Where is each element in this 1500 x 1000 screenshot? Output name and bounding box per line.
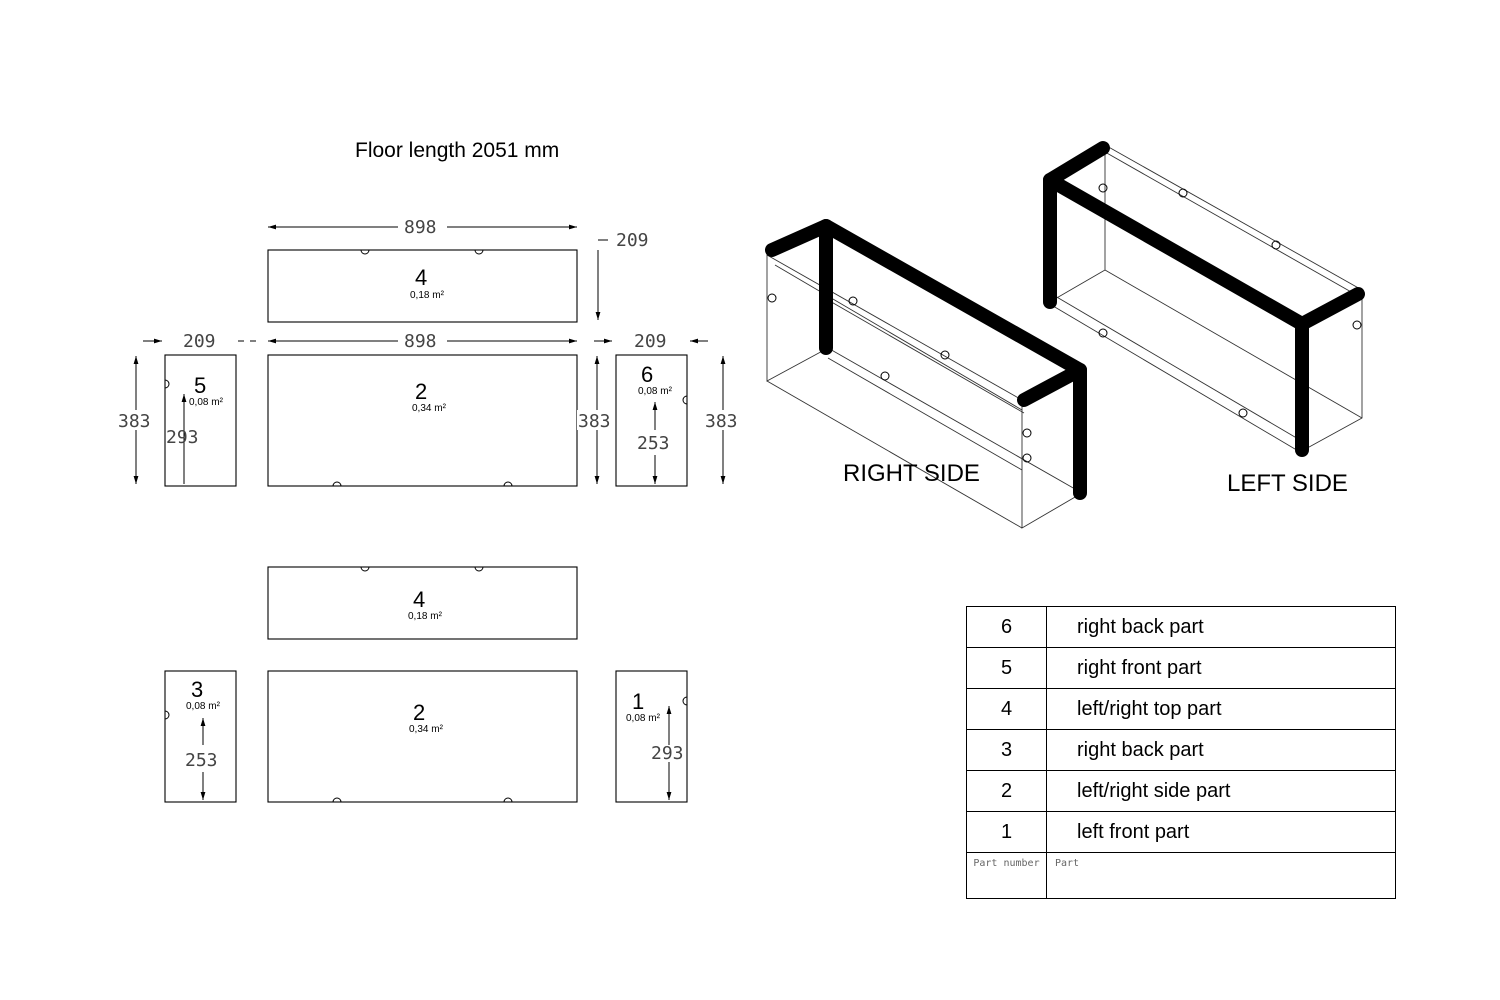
dim-top-height: 209 bbox=[616, 230, 649, 251]
dim-left-height: 383 bbox=[118, 411, 151, 432]
part-name-cell: left/right top part bbox=[1046, 688, 1396, 730]
dim-mid-height: 383 bbox=[578, 411, 611, 432]
panel-3-number: 3 bbox=[191, 677, 203, 702]
panel-2-upper-area: 0,34 m² bbox=[412, 403, 447, 414]
iso-left-side: LEFT SIDE bbox=[1043, 141, 1365, 497]
part-number-cell: 6 bbox=[966, 606, 1047, 648]
panel-2-lower bbox=[267, 670, 578, 803]
panel-4-upper-area: 0,18 m² bbox=[410, 290, 445, 301]
table-row: 6 right back part bbox=[966, 606, 1396, 648]
table-row: 5 right front part bbox=[966, 647, 1396, 689]
iso-right-label: RIGHT SIDE bbox=[843, 460, 980, 487]
table-row: 4 left/right top part bbox=[966, 688, 1396, 730]
part-number-cell: 5 bbox=[966, 647, 1047, 689]
part-number-cell: 4 bbox=[966, 688, 1047, 730]
panel-6 bbox=[615, 354, 688, 487]
part-name-cell: right back part bbox=[1046, 729, 1396, 771]
panel-5 bbox=[164, 354, 237, 487]
dim-left-width: 209 bbox=[183, 331, 216, 352]
part-number-cell: 1 bbox=[966, 811, 1047, 853]
panel-2-upper-number: 2 bbox=[415, 379, 427, 404]
panel-1 bbox=[615, 670, 688, 803]
panel-2-upper bbox=[267, 354, 578, 487]
part-name-cell: right front part bbox=[1046, 647, 1396, 689]
parts-table: 6 right back part 5 right front part 4 l… bbox=[966, 606, 1396, 899]
dim-mid-width: 898 bbox=[404, 331, 437, 352]
iso-right-side: RIGHT SIDE bbox=[765, 219, 1087, 529]
dim-p3-inner: 253 bbox=[185, 750, 218, 771]
panel-1-area: 0,08 m² bbox=[626, 713, 661, 724]
table-row: 2 left/right side part bbox=[966, 770, 1396, 812]
lower-layout: 4 0,18 m² 3 0,08 m² 253 2 0,34 m² 1 0,08… bbox=[164, 566, 688, 803]
panel-4-upper bbox=[267, 249, 578, 323]
panel-4-lower-area: 0,18 m² bbox=[408, 611, 443, 622]
panel-6-number: 6 bbox=[641, 362, 653, 387]
panel-1-number: 1 bbox=[632, 689, 644, 714]
table-header-row: Part number Part bbox=[966, 852, 1396, 899]
upper-layout: 898 4 0,18 m² 209 209 898 209 5 0,08 m² … bbox=[116, 217, 743, 487]
panel-2-lower-number: 2 bbox=[413, 700, 425, 725]
iso-left-label: LEFT SIDE bbox=[1227, 470, 1348, 497]
table-row: 3 right back part bbox=[966, 729, 1396, 771]
panel-5-number: 5 bbox=[194, 373, 206, 398]
drawing-title: Floor length 2051 mm bbox=[355, 139, 559, 162]
panel-2-lower-area: 0,34 m² bbox=[409, 724, 444, 735]
dim-right-width: 209 bbox=[634, 331, 667, 352]
dim-right-height: 383 bbox=[705, 411, 738, 432]
panel-4-lower-number: 4 bbox=[413, 587, 425, 612]
part-name-cell: left/right side part bbox=[1046, 770, 1396, 812]
dim-p5-inner: 293 bbox=[166, 427, 199, 448]
header-part-number: Part number bbox=[966, 852, 1047, 899]
part-number-cell: 3 bbox=[966, 729, 1047, 771]
panel-4-lower bbox=[267, 566, 578, 640]
table-row: 1 left front part bbox=[966, 811, 1396, 853]
header-part: Part bbox=[1046, 852, 1396, 899]
dim-top-width: 898 bbox=[404, 217, 437, 238]
part-name-cell: right back part bbox=[1046, 606, 1396, 648]
panel-6-area: 0,08 m² bbox=[638, 386, 673, 397]
part-name-cell: left front part bbox=[1046, 811, 1396, 853]
panel-5-area: 0,08 m² bbox=[189, 397, 224, 408]
panel-4-upper-number: 4 bbox=[415, 265, 427, 290]
panel-3 bbox=[164, 670, 237, 803]
panel-3-area: 0,08 m² bbox=[186, 701, 221, 712]
part-number-cell: 2 bbox=[966, 770, 1047, 812]
dim-p6-inner: 253 bbox=[637, 433, 670, 454]
dim-p1-inner: 293 bbox=[651, 743, 684, 764]
